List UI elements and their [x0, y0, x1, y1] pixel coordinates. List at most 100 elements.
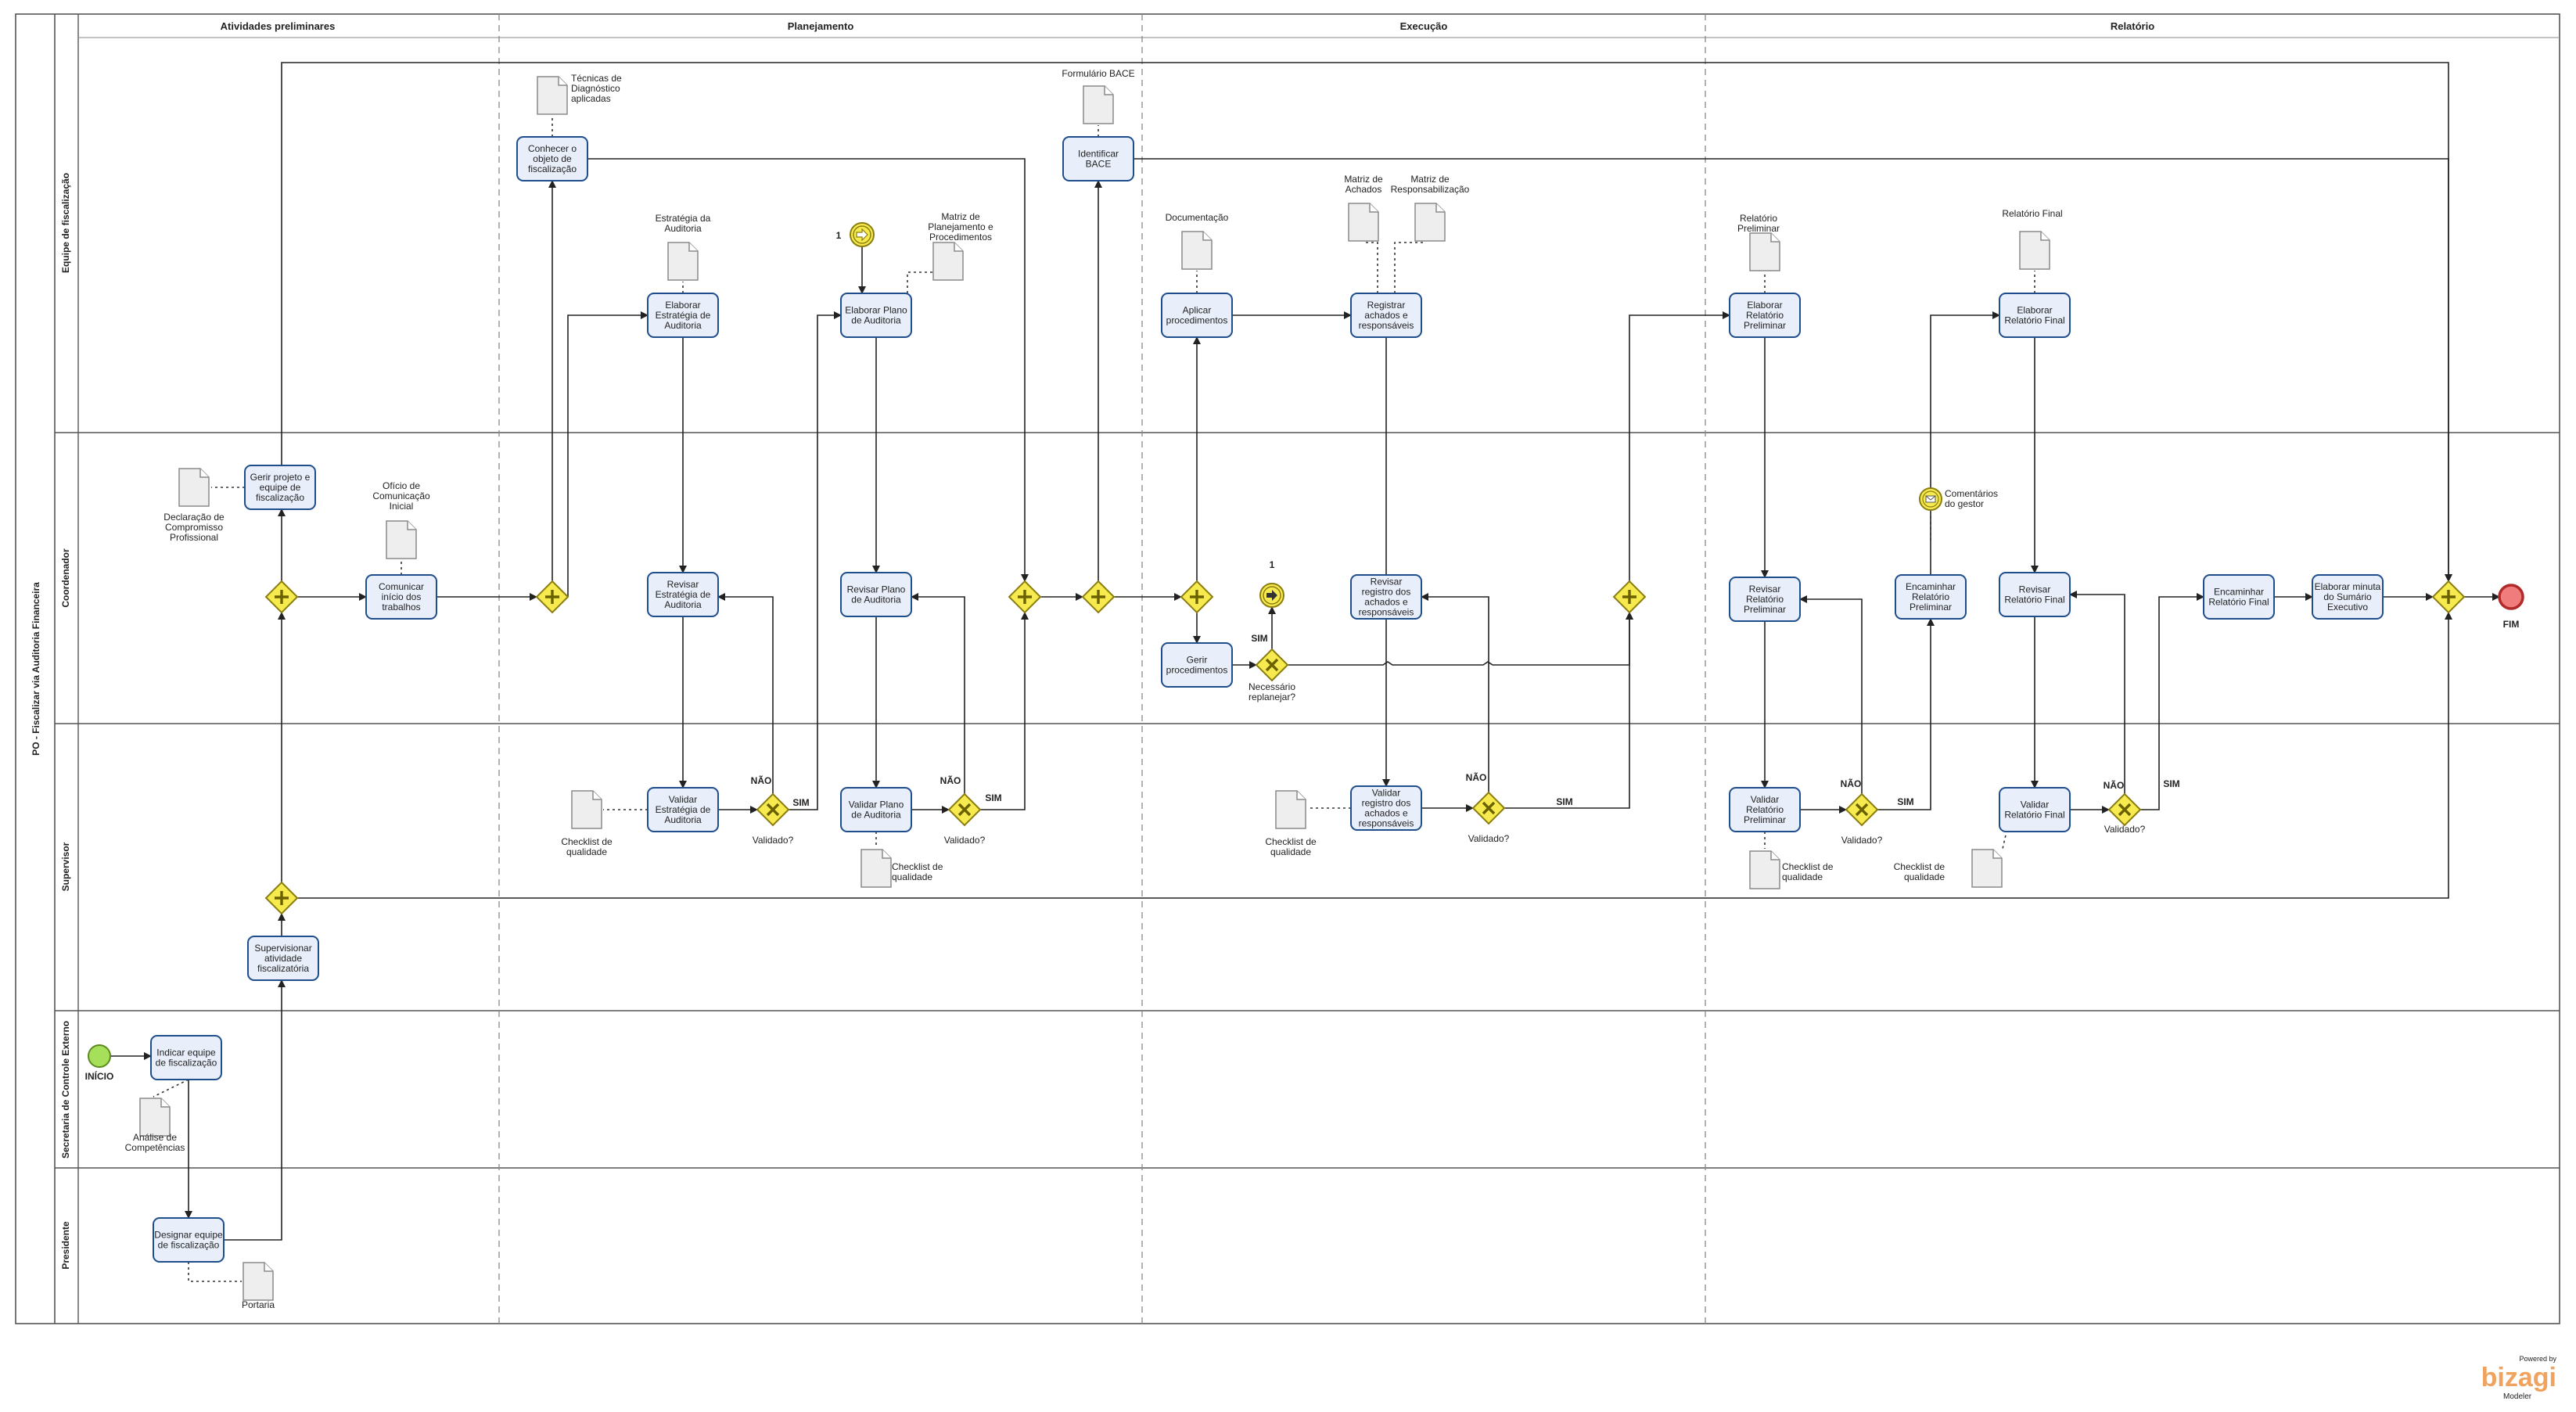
sequence-flows [110, 62, 2500, 1241]
bizagi-logo: Powered by bizagi Modeler [2481, 1355, 2557, 1401]
data-object-portaria: Portaria [242, 1262, 275, 1310]
link-catch-event [850, 222, 875, 247]
task-box [247, 936, 319, 981]
parallel-mark-icon [1091, 590, 1105, 604]
flow-label: Validado? [1468, 833, 1510, 844]
task-box [1895, 574, 1967, 620]
document-icon [1083, 85, 1114, 124]
sequence-flow [1288, 612, 1633, 666]
exclusive-mark-icon [1855, 803, 1869, 817]
document-icon [2019, 231, 2050, 270]
data-object-formulario: Formulário BACE [1062, 68, 1135, 124]
task-box [1350, 574, 1422, 620]
envelope-icon [1925, 495, 1936, 503]
flow-label: SIM [985, 792, 1001, 803]
document-label: Documentação [1166, 212, 1229, 223]
link-throw-event [1259, 583, 1284, 608]
exclusive-mark-icon [766, 803, 780, 817]
document-fold-icon [1770, 233, 1780, 243]
document-fold-icon [1104, 86, 1113, 95]
flow-label: SIM [792, 797, 809, 808]
document-icon [667, 242, 699, 281]
gw-par-supervisor [264, 881, 299, 915]
document-icon [1971, 849, 2003, 888]
association [1394, 242, 1424, 293]
document-fold-icon [264, 1263, 273, 1272]
phase-title-planejamento: Planejamento [788, 20, 854, 32]
brand-sub: Modeler [2503, 1392, 2532, 1401]
document-fold-icon [1435, 203, 1445, 213]
task-box [1729, 293, 1801, 338]
task-box [1161, 642, 1233, 688]
link-throw-label: 1 [1270, 559, 1275, 570]
document-fold-icon [199, 469, 209, 478]
gateways [264, 580, 2466, 915]
association [2002, 831, 2014, 850]
document-fold-icon [592, 791, 602, 800]
gw-replanejar [1255, 648, 1289, 682]
lane-title-coordenador: Coordenador [60, 548, 71, 608]
task-box [153, 1217, 225, 1263]
sequence-flow [1877, 618, 1935, 810]
document-icon [386, 520, 417, 559]
parallel-mark-icon [1622, 590, 1636, 604]
document-icon [1749, 232, 1780, 271]
sequence-flow [1629, 311, 1730, 581]
gw-par-exec-join [1612, 580, 1647, 614]
document-fold-icon [882, 850, 891, 859]
task-box [1161, 293, 1233, 338]
association [907, 271, 933, 293]
task-box [647, 787, 719, 832]
sequence-flow [717, 593, 774, 794]
sequence-flow [2140, 593, 2204, 810]
task-box [647, 572, 719, 617]
association [188, 1262, 242, 1282]
link-arrow-icon [856, 228, 868, 242]
lane-title-equipe: Equipe de fiscalização [60, 173, 71, 273]
